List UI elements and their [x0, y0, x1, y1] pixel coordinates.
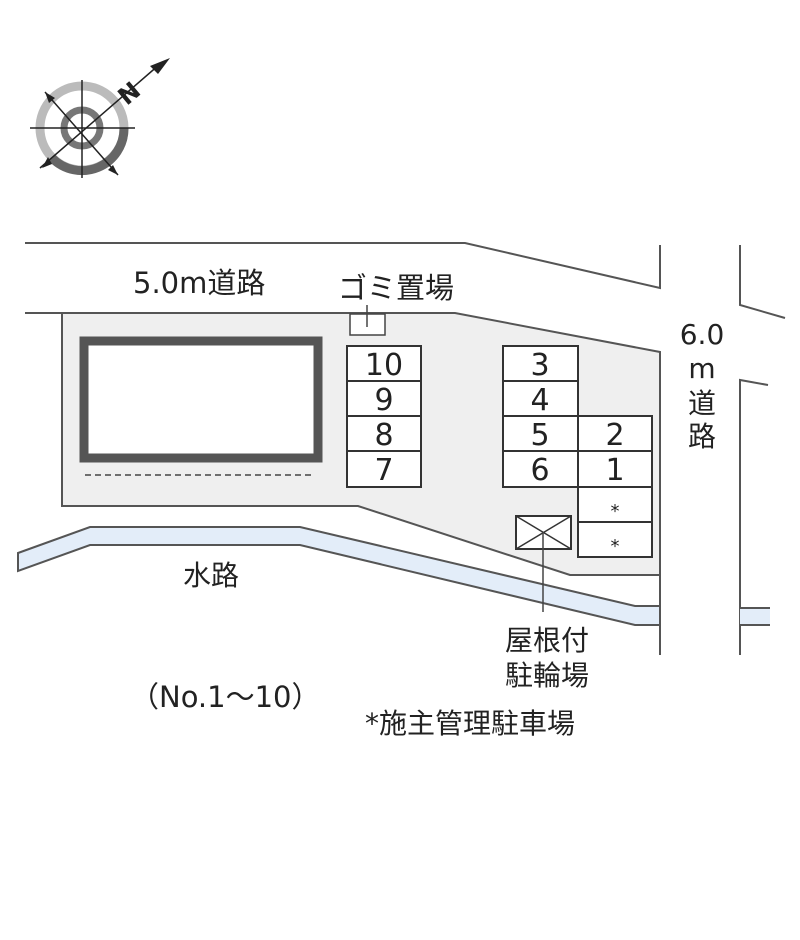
bike-shed-label: 屋根付 — [505, 624, 589, 657]
parking-left-column: 10 9 8 7 — [346, 345, 422, 488]
bike-shed-label: 駐輪場 — [505, 659, 589, 692]
slot-label: 1 — [605, 453, 624, 488]
owner-note-label: *施主管理駐車場 — [365, 707, 575, 740]
slot-label: 2 — [605, 418, 624, 453]
garbage-label: ゴミ置場 — [338, 271, 454, 305]
road-east-label: m — [688, 352, 715, 385]
parking-middle-column: 3 4 5 6 — [502, 345, 579, 488]
slot-label: 4 — [530, 383, 549, 418]
road-east-label: 道 — [688, 387, 716, 420]
slot-label: 8 — [374, 418, 393, 453]
slot-label: * — [611, 536, 620, 557]
road-north-label: 5.0m道路 — [133, 266, 265, 300]
slot-label: 3 — [530, 348, 549, 383]
waterway — [17, 526, 661, 626]
compass-icon: N — [30, 58, 170, 178]
slot-label: 7 — [374, 453, 393, 488]
road-east-label: 6.0 — [680, 318, 725, 351]
slot-label: 10 — [365, 348, 403, 383]
waterway-label: 水路 — [183, 559, 239, 592]
slot-label: 5 — [530, 418, 549, 453]
road-east-label: 路 — [688, 420, 716, 453]
slot-label: * — [611, 501, 620, 522]
slot-label: 6 — [530, 453, 549, 488]
bike-shed — [515, 515, 572, 612]
numbering-label: （No.1〜10） — [130, 680, 321, 714]
building — [79, 336, 323, 463]
parking-right-column: 2 1 * * — [577, 415, 653, 558]
slot-label: 9 — [374, 383, 393, 418]
